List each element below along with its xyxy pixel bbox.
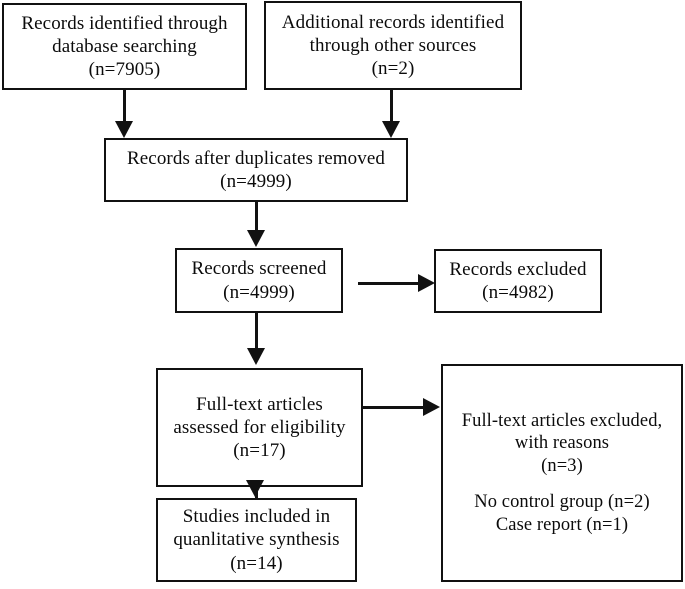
box-records-identified-database: Records identified through database sear… <box>2 3 247 90</box>
box-count: (n=7905) <box>88 59 161 81</box>
arrow-down-icon <box>247 230 265 247</box>
box-records-identified-other-sources: Additional records identified through ot… <box>264 1 522 90</box>
box-line: Records after duplicates removed <box>126 147 385 169</box>
arrow-down-icon <box>115 121 133 138</box>
box-line: Additional records identified <box>281 11 505 33</box>
connector-line <box>358 282 420 285</box>
box-line: Full-text articles <box>196 393 323 415</box>
arrow-right-icon <box>418 274 435 292</box>
connector-line <box>255 313 258 350</box>
connector-line <box>390 90 393 123</box>
arrow-down-icon <box>382 121 400 138</box>
box-records-after-duplicates-removed: Records after duplicates removed (n=4999… <box>104 138 408 202</box>
exclusion-reason: Case report (n=1) <box>495 514 629 535</box>
box-count: (n=4982) <box>482 282 554 303</box>
box-line: database searching <box>52 35 197 57</box>
box-full-text-articles-excluded: Full-text articles excluded, with reason… <box>441 364 683 582</box>
box-line: Records screened <box>191 258 327 280</box>
arrow-right-icon <box>423 398 440 416</box>
exclusion-reason: No control group (n=2) <box>474 492 650 513</box>
box-count: (n=17) <box>233 440 286 462</box>
box-records-excluded: Records excluded (n=4982) <box>434 249 602 313</box>
connector-line <box>255 202 258 232</box>
box-records-screened: Records screened (n=4999) <box>175 248 343 313</box>
box-line: quanlitative synthesis <box>173 529 340 551</box>
connector-line <box>363 406 425 409</box>
box-line: Records identified through <box>21 12 228 34</box>
box-line: assessed for eligibility <box>173 416 346 438</box>
box-count: (n=4999) <box>223 281 295 303</box>
box-full-text-articles-assessed: Full-text articles assessed for eligibil… <box>156 368 363 487</box>
box-line: with reasons <box>514 433 610 454</box>
box-studies-included: Studies included in quanlitative synthes… <box>156 498 357 582</box>
box-line: Full-text articles excluded, <box>461 410 663 431</box>
box-line: Studies included in <box>182 506 331 528</box>
box-count: (n=2) <box>371 58 415 80</box>
box-line: Records excluded <box>449 258 587 280</box>
box-line: through other sources <box>309 34 477 56</box>
connector-line <box>123 90 126 123</box>
arrow-down-icon <box>247 348 265 365</box>
box-count: (n=4999) <box>220 171 292 192</box>
arrow-down-icon <box>246 480 264 497</box>
box-count: (n=14) <box>230 552 283 574</box>
box-count: (n=3) <box>541 455 583 476</box>
